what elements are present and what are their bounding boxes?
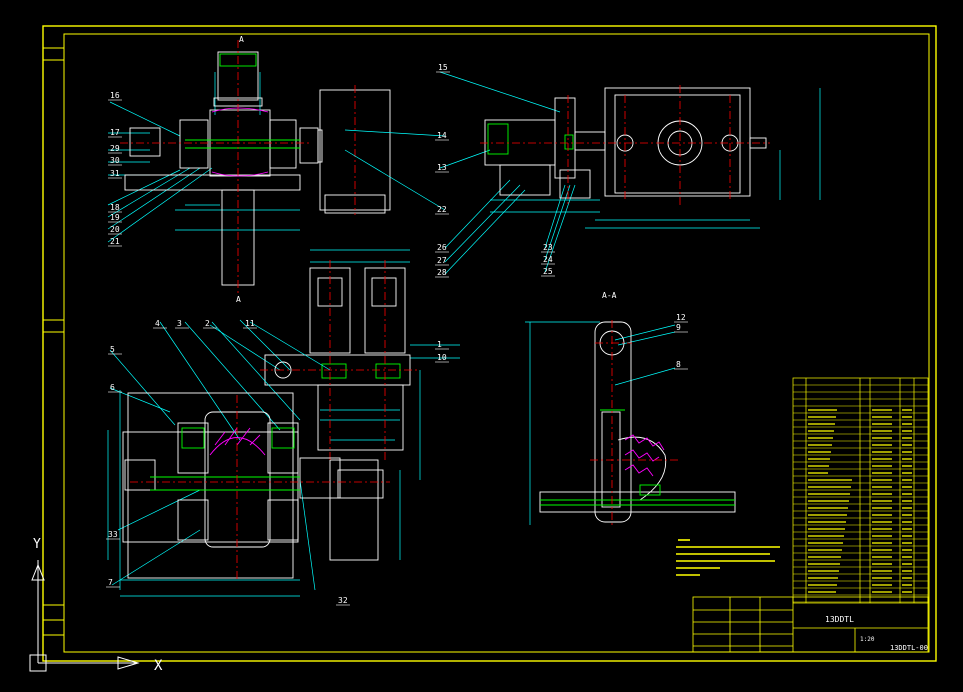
parts-list-rows [793,384,928,603]
view-plan-bottom[interactable] [107,321,401,597]
part-number-7: 7 [108,578,113,587]
parts-list-text [808,409,912,593]
part-number-18: 18 [110,203,120,212]
part-number-29: 29 [110,144,120,153]
part-number-21: 21 [110,237,120,246]
section-title-aa: A-A [602,291,617,300]
part-number-28: 28 [437,268,447,277]
part-number-3: 3 [177,319,182,328]
parts-list-table [792,377,929,604]
part-number-13: 13 [437,163,447,172]
view-side-right[interactable] [344,71,821,275]
part-number-12: 12 [676,313,686,322]
part-number-4: 4 [155,319,160,328]
part-number-5: 5 [110,345,115,354]
part-number-16: 16 [110,91,120,100]
part-number-15: 15 [438,63,448,72]
part-number-25: 25 [543,267,553,276]
part-number-19: 19 [110,213,120,222]
part-number-32: 32 [338,596,348,605]
part-number-31: 31 [110,169,120,178]
part-number-26: 26 [437,243,447,252]
part-number-20: 20 [110,225,120,234]
part-number-9: 9 [676,323,681,332]
part-number-30: 30 [110,156,120,165]
part-number-2: 2 [205,319,210,328]
drawing-number: 13DDTL-00 [890,644,928,652]
part-number-10: 10 [437,353,447,362]
part-number-22: 22 [437,205,447,214]
view-section-aa[interactable] [525,320,736,525]
part-number-27: 27 [437,256,447,265]
drawing-frame [42,25,937,662]
section-mark-top: A [239,35,244,44]
part-number-24: 24 [543,255,553,264]
part-number-17: 17 [110,128,120,137]
ucs-axis-icon: Y X [29,537,163,674]
part-number-11: 11 [245,319,255,328]
part-number-1: 1 [437,340,442,349]
section-mark-bottom: A [236,295,241,304]
part-number-labels: 1617293031181920211514132226272823242512… [106,63,688,606]
part-number-23: 23 [543,243,553,252]
part-number-33: 33 [108,530,118,539]
axis-x-label: X [154,658,163,674]
part-number-8: 8 [676,360,681,369]
view-motor-plan[interactable] [209,249,460,561]
technical-notes [676,539,780,576]
scale-label: 1:20 [860,636,875,643]
title-block [692,596,929,653]
part-number-14: 14 [437,131,447,140]
part-number-6: 6 [110,383,115,392]
view-front-left[interactable] [107,40,391,295]
drawing-name: 13DDTL [825,615,854,624]
axis-y-label: Y [33,537,41,552]
